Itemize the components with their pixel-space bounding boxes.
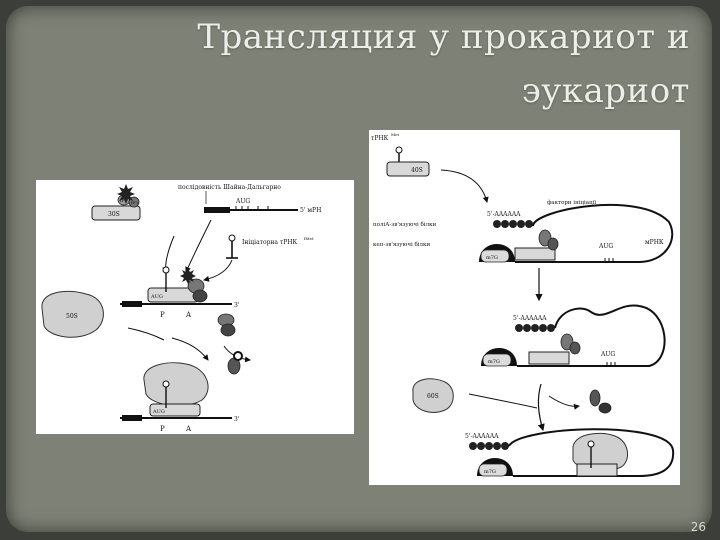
label-polya-binding: поліА-зв'язуючі білки [373, 221, 437, 228]
cap-binding-step: 5'-AAAAAA фактори ініціації поліА-зв'язу… [373, 199, 674, 263]
label-mrna-top: 5' мРН [300, 207, 321, 214]
label-aug-bottom: AUG [152, 409, 165, 415]
title-line-2: эукариот [521, 71, 690, 111]
label-aug-top: AUG [235, 198, 250, 205]
label-aug-mid: AUG [150, 294, 163, 300]
elongation-ready-step: 5'-AAAAAA m7G [465, 428, 675, 477]
label-trna-met: тРНК [371, 135, 389, 142]
complex-70s: AUG 3' P A [120, 362, 240, 433]
initiator-trna: Ініціаторна тРНК fMet [226, 234, 314, 259]
label-mrna: мРНК [645, 239, 664, 246]
label-a-site: A [185, 311, 192, 319]
initiation-complex: AUG 3' P A [120, 266, 240, 319]
slide-title: Трансляция у прокариот и эукариот [130, 10, 690, 118]
large-subunit-60s: 60S [412, 378, 454, 413]
label-3prime: 3' [234, 302, 240, 309]
trna-40s-top: тРНК Met 40S [371, 132, 430, 177]
star-icon [180, 268, 196, 284]
label-polya-3: 5'-AAAAAA [465, 433, 499, 440]
label-40s: 40S [411, 167, 423, 174]
label-cap-3: m7G [484, 469, 496, 475]
label-polya-2: 5'-AAAAAA [513, 315, 547, 322]
label-cap-binding: кеп-зв'язуючі білки [373, 241, 430, 248]
label-init-factors: фактори ініціації [547, 199, 596, 206]
label-aug-1: AUG [598, 243, 613, 250]
eukaryote-diagram-canvas: тРНК Met 40S 5'-AAAAAA фактори ініціації… [371, 132, 675, 477]
scanning-step: 5'-AAAAAA m7G AUG [481, 304, 666, 367]
prokaryote-diagram-canvas: 30S IF1 IF3 послідовність Шайна-Дальгарн… [41, 184, 321, 433]
label-aug-2: AUG [600, 351, 615, 358]
label-3prime-bottom: 3' [234, 416, 240, 423]
small-subunit-30s: 30S IF1 IF3 [91, 184, 141, 221]
mrna-top: послідовність Шайна-Дальгарно AUG 5' мРН [178, 184, 321, 214]
title-line-1: Трансляция у прокариот и [197, 17, 690, 57]
label-cap-1: m7G [486, 255, 498, 261]
label-p-site-bottom: P [160, 425, 165, 433]
label-polya-1: 5'-AAAAAA [487, 211, 521, 218]
label-60s: 60S [427, 393, 439, 400]
prokaryote-initiation-diagram: 30S IF1 IF3 послідовність Шайна-Дальгарн… [36, 180, 354, 434]
label-init-trna: Ініціаторна тРНК [242, 239, 297, 246]
label-if1: IF1 [120, 198, 127, 203]
large-subunit-50s: 50S [41, 290, 104, 338]
label-50s: 50S [66, 313, 78, 320]
label-shine-dalgarno: послідовність Шайна-Дальгарно [178, 184, 281, 191]
label-if3: IF3 [131, 200, 138, 205]
label-a-site-bottom: A [185, 425, 192, 433]
page-number: 26 [690, 520, 706, 534]
label-30s: 30S [108, 211, 120, 218]
eukaryote-initiation-diagram: тРНК Met 40S 5'-AAAAAA фактори ініціації… [369, 130, 680, 485]
released-factor [220, 323, 236, 337]
label-init-trna-sup: fMet [304, 236, 314, 241]
star-icon [117, 184, 135, 204]
label-trna-sup: Met [391, 132, 399, 137]
label-p-site: P [160, 311, 165, 319]
label-cap-2: m7G [488, 359, 500, 365]
